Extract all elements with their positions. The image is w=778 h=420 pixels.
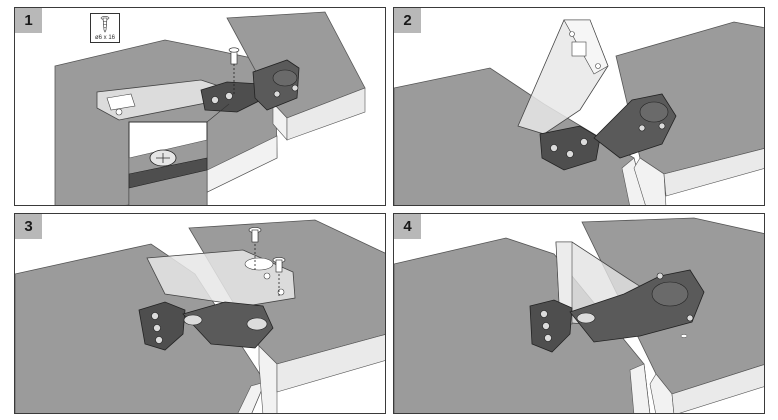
step-2-panel: 2 <box>393 7 765 206</box>
screw-icon <box>100 16 110 33</box>
step-number-badge: 4 <box>394 214 421 239</box>
step-1-panel: 1 ø6 x 16 <box>14 7 386 206</box>
step-4-illustration <box>394 217 764 413</box>
step-2-illustration <box>394 19 764 205</box>
step-4-panel: 4 <box>393 213 765 414</box>
step-3-illustration <box>15 219 385 413</box>
screw-spec-box: ø6 x 16 <box>90 13 120 43</box>
screw-spec-label: ø6 x 16 <box>94 35 115 41</box>
step-number-badge: 1 <box>15 8 42 33</box>
step-3-panel: 3 <box>14 213 386 414</box>
step-1-illustration <box>54 11 366 205</box>
step-number-badge: 2 <box>394 8 421 33</box>
step-number-badge: 3 <box>15 214 42 239</box>
